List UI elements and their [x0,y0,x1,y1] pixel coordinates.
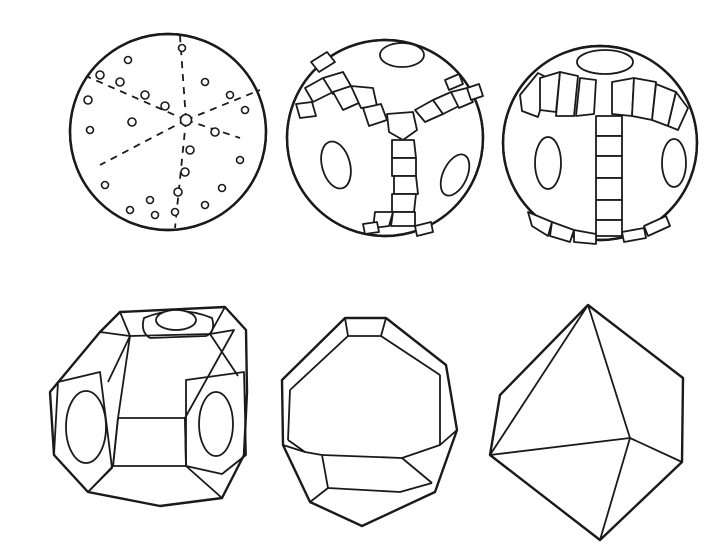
pore-dots [84,45,249,219]
sphere-ridges-panel [287,40,483,236]
octahedron-panel [490,305,683,540]
truncated-cube-panel [50,307,247,506]
ridge-cells [296,52,483,236]
truncated-tetrahedron-panel [282,318,457,526]
sphere-pores-panel [70,34,266,230]
sphere-faceted-panel [503,46,697,244]
